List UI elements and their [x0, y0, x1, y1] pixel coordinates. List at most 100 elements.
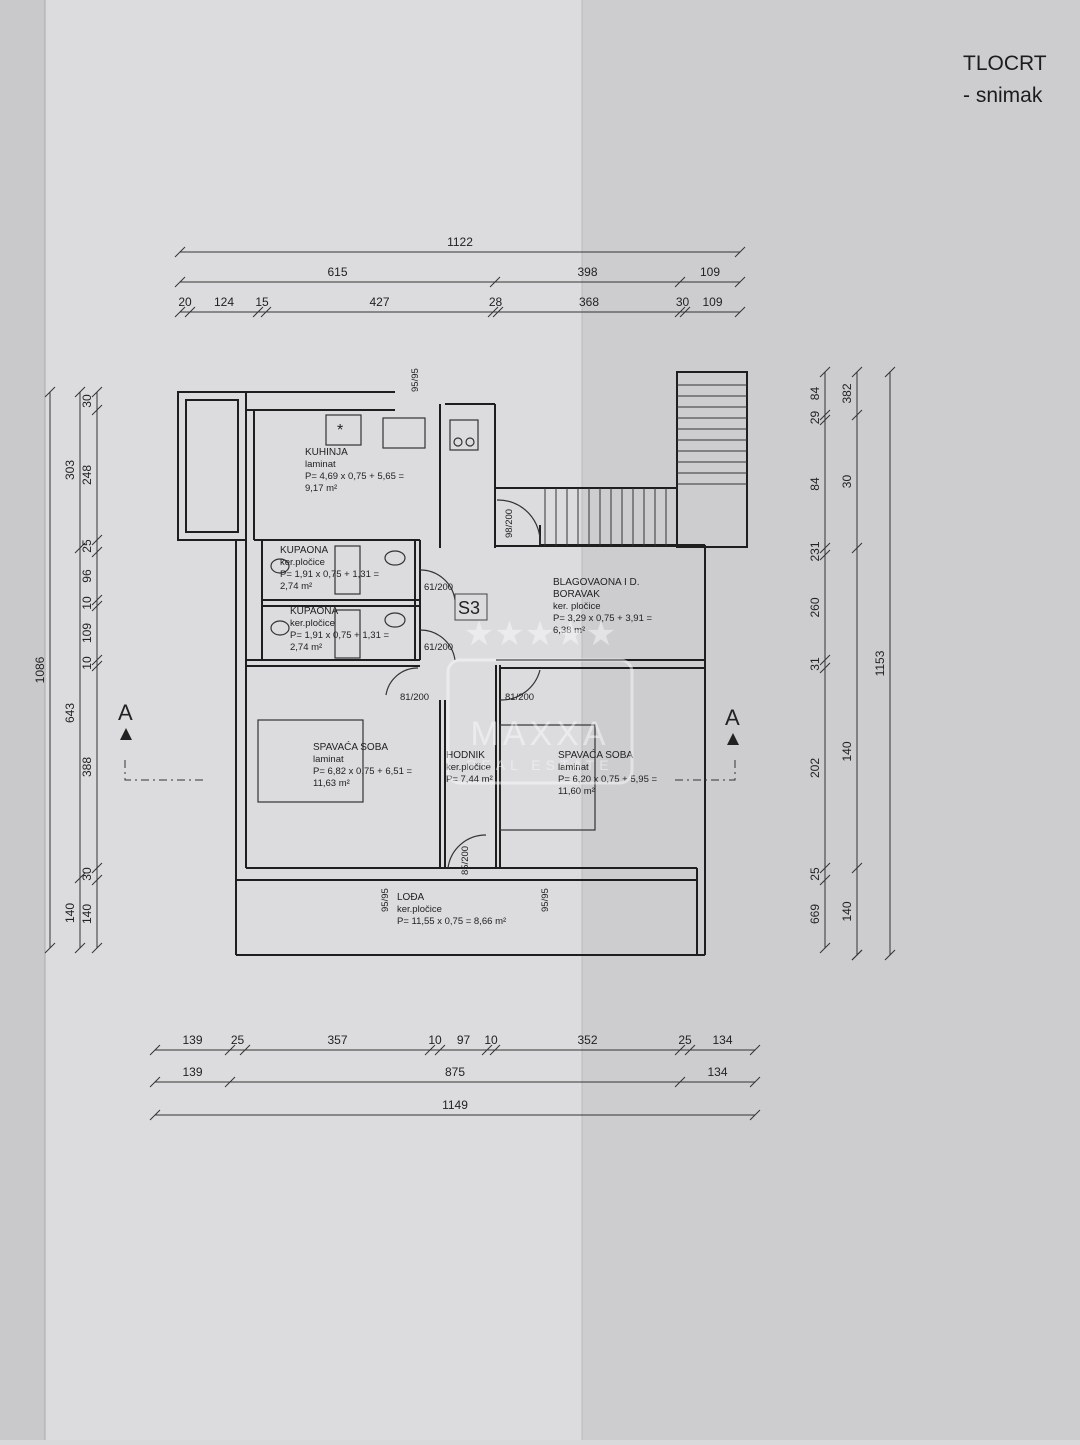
window-size: 95/95 [410, 368, 421, 392]
dimension-label: 303 [63, 460, 77, 480]
dimension-label: 1153 [873, 650, 887, 676]
room-name: SPAVAĆA SOBA [313, 740, 388, 753]
dimension-label: 669 [808, 904, 822, 924]
dimension-label: 388 [80, 757, 94, 777]
room-floor: laminat [305, 459, 336, 470]
door-size: 81/200 [505, 692, 534, 703]
dimension-lines [44, 246, 896, 1121]
dimension-label: 1149 [442, 1098, 468, 1112]
dimension-label: 25 [80, 539, 94, 553]
dimension-label: 140 [840, 741, 854, 761]
fridge [325, 414, 362, 446]
room-name: KUPAONA [290, 606, 338, 617]
dimension-label: 10 [428, 1033, 442, 1047]
shower [334, 609, 361, 659]
dimension-label: 25 [808, 867, 822, 881]
title-line-2: - snimak [963, 84, 1043, 107]
shower [334, 545, 361, 595]
dimension-label: 1122 [447, 235, 473, 249]
dimension-label: 25 [231, 1033, 245, 1047]
door-size: 61/200 [424, 642, 453, 653]
room-name: LOĐA [397, 892, 425, 903]
dimension-label: 643 [63, 703, 77, 723]
dimension-label: 31 [808, 657, 822, 671]
dimension-label: 15 [255, 295, 269, 309]
door-size: 81/200 [400, 692, 429, 703]
dimension-label: 357 [327, 1033, 347, 1047]
room-floor: ker.pločice [290, 618, 335, 629]
watermark-stars: ★★★★★ [464, 615, 616, 653]
dimension-label: 398 [577, 265, 597, 279]
drawing-title: TLOCRT - snimak [963, 48, 1047, 112]
room-formula: P= 7,44 m² [446, 774, 493, 785]
watermark-logo: ★★★★★ MAXXA REAL ESTATE [446, 615, 634, 785]
dimension-label: 615 [327, 265, 347, 279]
room-floor: ker.pločice [397, 904, 442, 915]
dimension-label: 202 [808, 758, 822, 778]
room-area: 11,63 m² [313, 778, 350, 789]
dimension-label: 260 [808, 597, 822, 617]
title-line-1: TLOCRT [963, 52, 1047, 75]
bed [257, 719, 364, 803]
room-area: 2,74 m² [280, 581, 312, 592]
dimension-label: 231 [808, 541, 822, 561]
room-formula: P= 4,69 x 0,75 + 5,65 = [305, 471, 404, 482]
stove [449, 419, 479, 451]
dimension-label: 30 [840, 475, 854, 489]
dimension-label: 20 [178, 295, 192, 309]
watermark-brand: MAXXA [470, 715, 609, 753]
dimension-label: 1086 [33, 656, 47, 683]
room-floor: ker. pločice [553, 601, 601, 612]
room-area: 9,17 m² [305, 483, 337, 494]
room-name: HODNIK [446, 750, 485, 761]
door-size: 85/200 [460, 846, 471, 875]
dimension-label: 97 [457, 1033, 471, 1047]
room-formula: P= 11,55 x 0,75 = 8,66 m² [397, 916, 506, 927]
dimension-label: 140 [840, 901, 854, 921]
watermark-sub: REAL ESTATE [466, 757, 613, 773]
paper-fold-left [0, 0, 45, 1440]
dimension-label: 134 [712, 1033, 732, 1047]
staircase [544, 384, 747, 546]
dimension-label: 30 [80, 394, 94, 408]
dimension-label: 10 [80, 656, 94, 670]
dimension-label: 84 [808, 477, 822, 491]
bed [499, 724, 596, 831]
room-area: 6,38 m² [553, 625, 585, 636]
window-size: 95/95 [380, 888, 391, 912]
dimension-label: 109 [702, 295, 722, 309]
dimension-label: 28 [489, 295, 503, 309]
fixtures: * [257, 414, 596, 869]
room-name: SPAVAĆA SOBA [558, 748, 633, 761]
room-area: 2,74 m² [290, 642, 322, 653]
room-formula: P= 1,91 x 0,75 + 1,31 = [280, 569, 379, 580]
room-floor: laminat [313, 754, 344, 765]
room-formula: P= 6,82 x 0,75 + 6,51 = [313, 766, 412, 777]
dimension-label: 29 [808, 411, 822, 425]
room-area: 11,60 m² [558, 786, 595, 797]
dimension-label: 96 [80, 569, 94, 583]
dimension-label: 30 [80, 867, 94, 881]
room-floor: ker.pločice [446, 762, 491, 773]
door-size: 61/200 [424, 582, 453, 593]
dimension-label: 30 [676, 295, 690, 309]
section-marker: A [725, 705, 740, 730]
section-marker: A [118, 700, 133, 725]
dimension-label: 368 [579, 295, 599, 309]
dimension-label: 84 [808, 387, 822, 401]
paper-fold-right [582, 0, 1080, 1440]
dimension-label: 25 [678, 1033, 692, 1047]
dimension-label: 427 [369, 295, 389, 309]
room-formula: P= 1,91 x 0,75 + 1,31 = [290, 630, 389, 641]
room-floor: laminat [558, 762, 589, 773]
room-formula: P= 3,29 x 0,75 + 3,91 = [553, 613, 652, 624]
dimension-label: 248 [80, 465, 94, 485]
dimension-label: 139 [182, 1065, 202, 1079]
snowflake-icon: * [337, 422, 343, 439]
window-size: 95/95 [540, 888, 551, 912]
room-name: BLAGOVAONA I D. [553, 577, 640, 588]
dimension-label: 140 [63, 903, 77, 923]
dimension-label: 124 [214, 295, 234, 309]
unit-label: S3 [458, 598, 480, 618]
